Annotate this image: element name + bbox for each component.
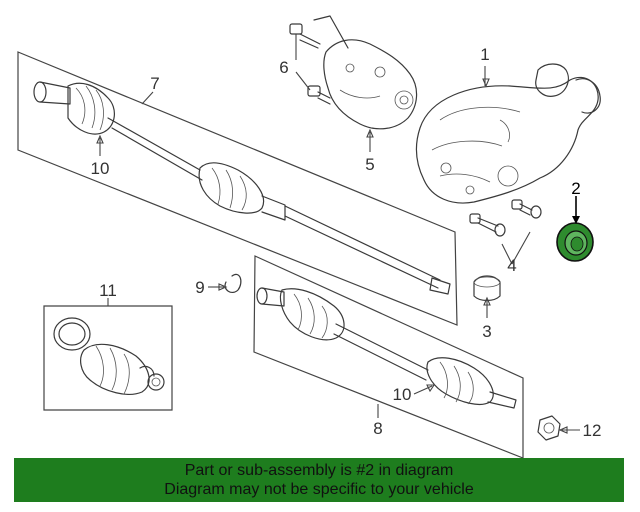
- part-3-mount: [473, 275, 501, 302]
- panel-boot-kit: [43, 305, 173, 411]
- info-banner: Part or sub-assembly is #2 in diagram Di…: [14, 458, 624, 502]
- banner-line-2: Diagram may not be specific to your vehi…: [164, 481, 474, 498]
- callout-10-upper: 10: [91, 159, 110, 178]
- part-2-oil-seal: [556, 222, 594, 262]
- part-11-boot-kit: [53, 317, 165, 395]
- banner-line-1: Part or sub-assembly is #2 in diagram: [184, 462, 454, 479]
- callout-10-lower: 10: [393, 385, 412, 404]
- callout-12: 12: [583, 421, 602, 440]
- part-12-nut: [537, 415, 561, 441]
- callout-8: 8: [373, 419, 382, 438]
- panel-upper-axle: [17, 51, 458, 326]
- callout-3: 3: [482, 322, 491, 341]
- leader-lines: [96, 34, 580, 434]
- callout-11: 11: [99, 281, 117, 300]
- callout-1: 1: [480, 45, 489, 64]
- part-1-differential: [415, 63, 601, 204]
- part-6-bolts: [289, 23, 331, 105]
- part-9-clip: [224, 273, 242, 294]
- callout-6: 6: [279, 58, 288, 77]
- callout-4: 4: [507, 256, 516, 275]
- lower-axle-shaft: [256, 287, 517, 409]
- panel-lower-axle: [253, 255, 524, 459]
- callout-5: 5: [365, 155, 374, 174]
- callout-2: 2: [571, 179, 580, 198]
- upper-axle-shaft: [33, 81, 451, 295]
- part-4-bolts: [469, 199, 542, 237]
- callout-9: 9: [195, 278, 204, 297]
- part-5-bracket: [313, 15, 418, 130]
- callout-7: 7: [150, 74, 159, 93]
